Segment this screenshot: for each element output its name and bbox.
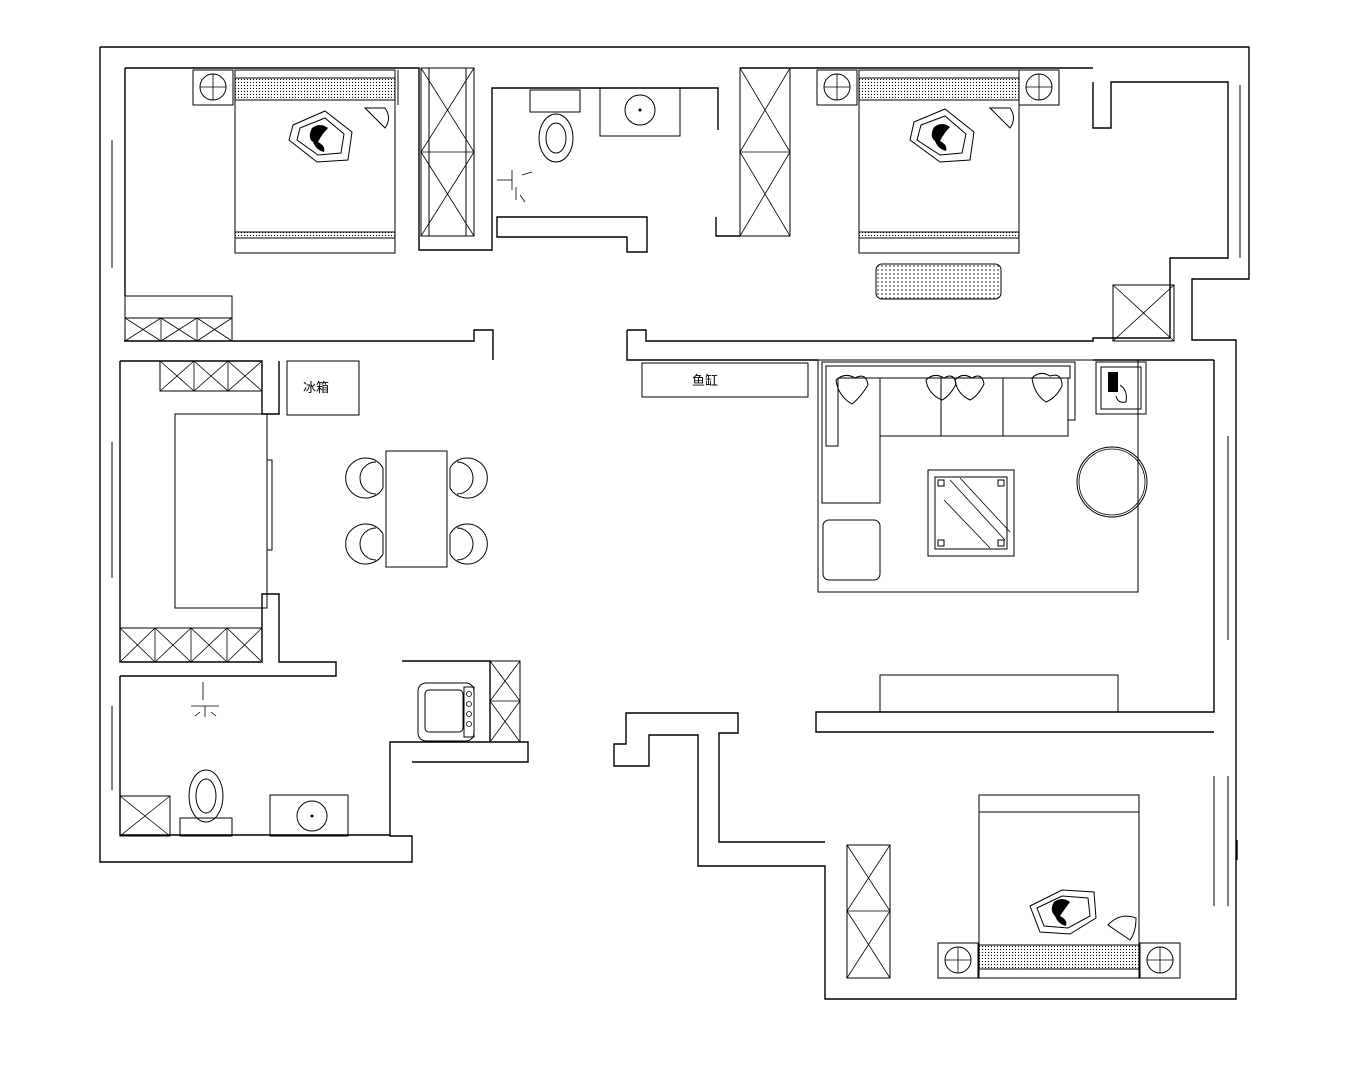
fridge-label: 冰箱 [303,380,329,396]
bathroom-bottom-left [179,682,349,837]
bed-top-left [192,69,399,254]
fridge [286,360,360,416]
kitchen-dining: 冰箱 [174,360,488,742]
living-room: 鱼缸 [641,359,1148,713]
dining-table [385,450,448,568]
fish-tank-label: 鱼缸 [692,373,718,389]
wardrobes [119,67,1175,979]
interior-walls [119,67,1238,860]
fish-tank [641,362,809,398]
windows [99,85,1241,906]
bed-top-right [816,69,1060,300]
outer-walls [99,46,1250,1000]
bathroom-top [497,87,681,203]
bed-bottom [937,794,1181,979]
